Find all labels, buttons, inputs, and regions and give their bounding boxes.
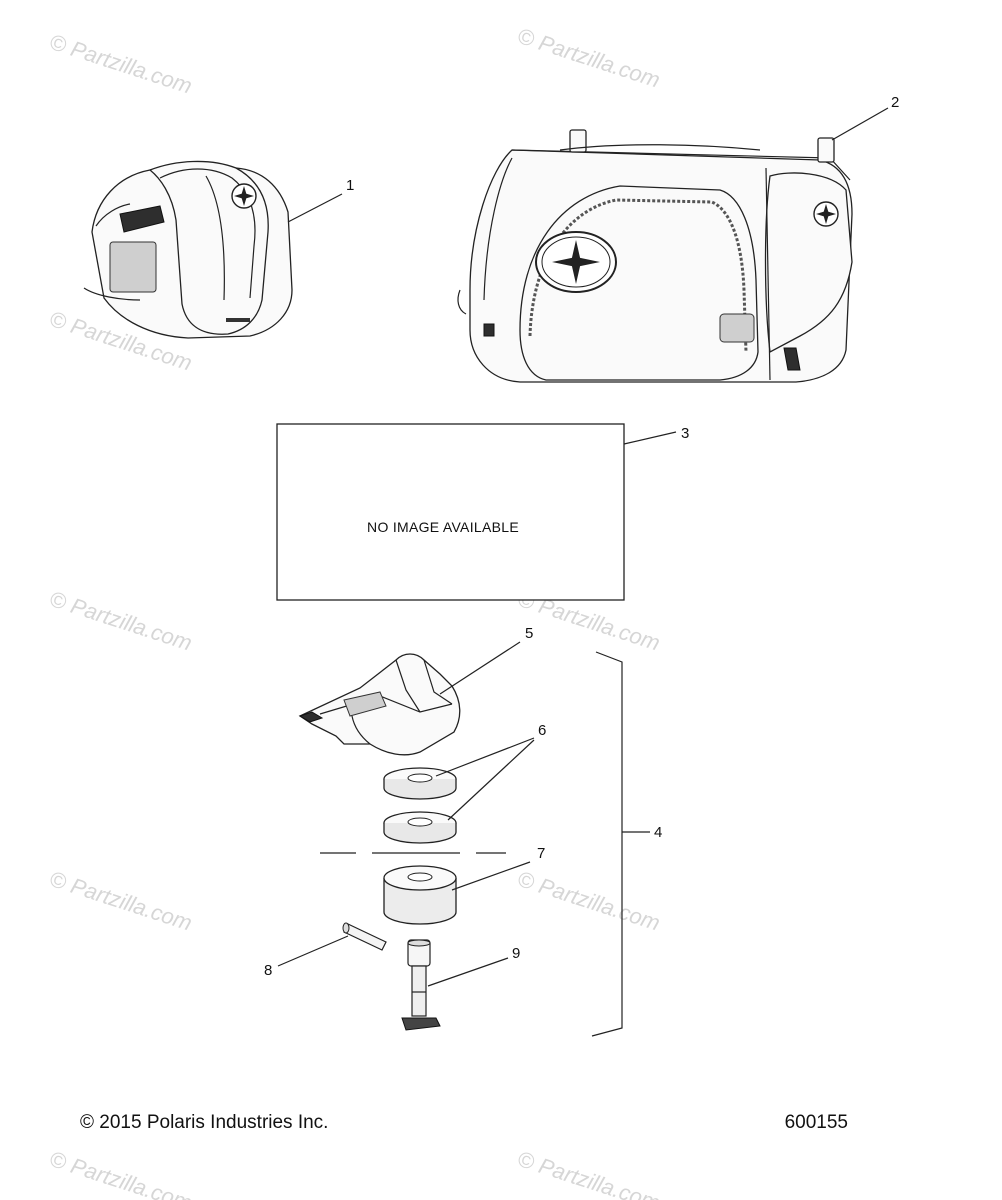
callout-5: 5: [525, 625, 533, 642]
callout-7: 7: [537, 845, 545, 862]
callout-4: 4: [654, 824, 662, 841]
watermark: © Partzilla.com: [46, 1146, 195, 1200]
callout-1: 1: [346, 177, 354, 194]
part-7-spacer: [383, 865, 457, 925]
part-1-handlebar-bag: [83, 160, 293, 339]
leader-9: [427, 957, 509, 987]
callout-3: 3: [681, 425, 689, 442]
leader-2: [831, 107, 889, 141]
leader-3: [623, 431, 677, 445]
leader-5: [439, 641, 521, 695]
drawing-number: 600155: [784, 1112, 848, 1133]
watermark: © Partzilla.com: [46, 586, 195, 656]
callout-9: 9: [512, 945, 520, 962]
part-8-pin: [342, 922, 387, 951]
part-9-post: [401, 939, 441, 1031]
copyright-notice: © 2015 Polaris Industries Inc.: [80, 1112, 329, 1133]
leader-8: [277, 935, 349, 967]
watermark: © Partzilla.com: [46, 29, 195, 99]
no-image-label: NO IMAGE AVAILABLE: [367, 519, 519, 535]
part-6-washers: [383, 767, 457, 844]
leader-6a: [435, 737, 535, 777]
callout-6: 6: [538, 722, 546, 739]
part-5-mount-bracket: [298, 653, 461, 756]
leader-lines: [277, 107, 889, 987]
callout-2: 2: [891, 94, 899, 111]
callout-labels: 1 2 3 4 5 6 7 8 9: [264, 94, 899, 979]
watermark: © Partzilla.com: [514, 866, 663, 936]
callout-8: 8: [264, 962, 272, 979]
watermark: © Partzilla.com: [514, 23, 663, 93]
leader-1: [287, 193, 343, 223]
leader-7: [451, 861, 531, 891]
no-image-box: [276, 423, 625, 601]
watermark: © Partzilla.com: [46, 866, 195, 936]
watermark: © Partzilla.com: [514, 1146, 663, 1200]
part-3-placeholder: NO IMAGE AVAILABLE: [276, 423, 625, 601]
kit-bracket: [591, 651, 623, 1037]
part-2-rear-bag: [457, 129, 853, 383]
leader-6b: [447, 739, 535, 821]
